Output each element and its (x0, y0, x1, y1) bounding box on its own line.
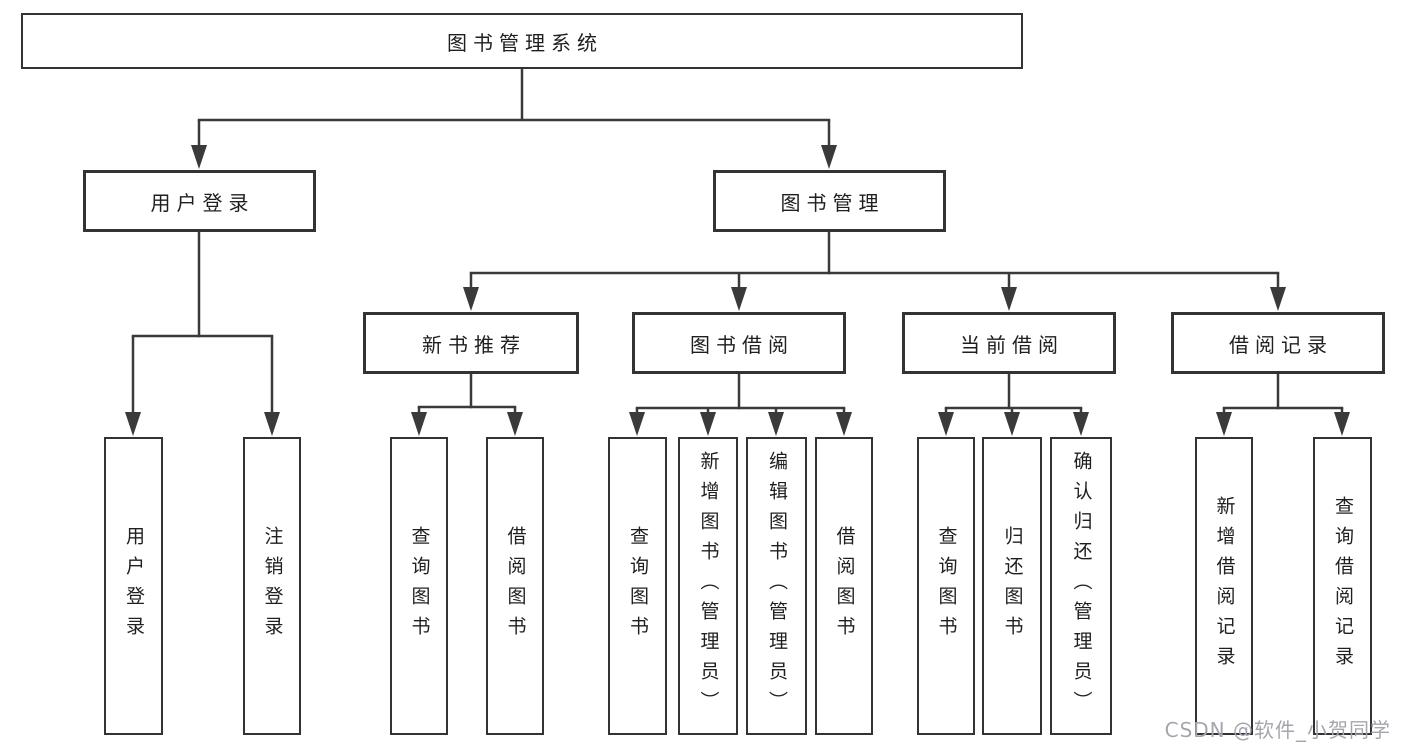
leaf-query-books-2: 查询图书 (608, 437, 667, 735)
leaf-label: 新增借阅记录 (1213, 496, 1236, 676)
leaf-user-login: 用户登录 (104, 437, 163, 735)
leaf-add-books-admin: 新增图书（管理员） (678, 437, 738, 735)
leaf-query-books-1: 查询图书 (390, 437, 448, 735)
node-label: 当前借阅 (960, 332, 1064, 357)
node-current-borrowing: 当前借阅 (902, 312, 1116, 374)
leaf-label: 用户登录 (123, 526, 145, 646)
node-label: 借阅记录 (1229, 332, 1333, 357)
leaf-borrow-books-2: 借阅图书 (815, 437, 873, 735)
leaf-label: 查询图书 (627, 526, 649, 646)
node-borrowing-records: 借阅记录 (1171, 312, 1385, 374)
node-new-book-recommendation: 新书推荐 (363, 312, 579, 374)
node-library-management-system: 图书管理系统 (21, 13, 1023, 69)
leaf-label: 查询图书 (408, 526, 431, 646)
leaf-edit-books-admin: 编辑图书（管理员） (746, 437, 807, 735)
leaf-add-borrow-record: 新增借阅记录 (1195, 437, 1253, 735)
leaf-confirm-return-admin: 确认归还（管理员） (1050, 437, 1112, 735)
leaf-label: 新增图书（管理员） (697, 451, 720, 721)
leaf-label: 借阅图书 (833, 526, 856, 646)
leaf-borrow-books-1: 借阅图书 (486, 437, 544, 735)
leaf-label: 借阅图书 (504, 526, 527, 646)
leaf-label: 确认归还（管理员） (1070, 451, 1093, 721)
node-label: 图书管理 (780, 190, 885, 215)
node-label: 图书管理系统 (447, 30, 603, 55)
leaf-return-books: 归还图书 (982, 437, 1042, 735)
leaf-label: 查询图书 (935, 526, 958, 646)
csdn-watermark: CSDN @软件_小贺同学 (1164, 718, 1391, 742)
node-label: 新书推荐 (422, 332, 526, 357)
node-label: 图书借阅 (690, 332, 794, 357)
leaf-query-books-3: 查询图书 (917, 437, 975, 735)
leaf-query-borrow-record: 查询借阅记录 (1313, 437, 1372, 735)
leaf-logout: 注销登录 (243, 437, 301, 735)
leaf-label: 归还图书 (1001, 526, 1024, 646)
node-book-management-branch: 图书管理 (713, 170, 946, 232)
node-user-login-branch: 用户登录 (83, 170, 316, 232)
node-label: 用户登录 (150, 190, 255, 215)
arrowheads (125, 145, 1350, 436)
node-book-borrowing: 图书借阅 (632, 312, 846, 374)
leaf-label: 编辑图书（管理员） (766, 451, 788, 721)
leaf-label: 注销登录 (261, 526, 284, 646)
leaf-label: 查询借阅记录 (1332, 496, 1354, 676)
